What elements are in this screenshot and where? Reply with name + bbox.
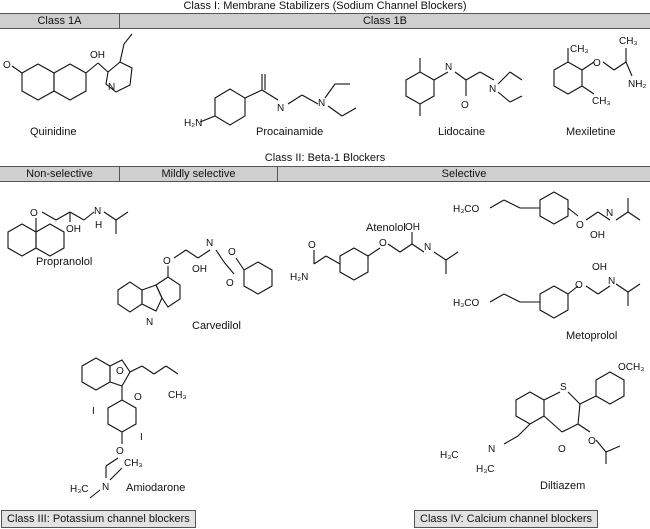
class2-title: Class II: Beta-1 Blockers — [264, 152, 386, 164]
metoprolol-top-oh-label: OH — [590, 230, 605, 241]
diltiazem-h3c2-label: H₃C — [476, 464, 495, 475]
procainamide-structure: H₂N N N — [184, 74, 357, 129]
carvedilol-label: Carvedilol — [192, 320, 241, 332]
amiodarone-i1-label: I — [92, 406, 95, 417]
atenolol-h2n-label: H₂N — [290, 272, 308, 283]
diltiazem-o2-label: O — [588, 436, 596, 447]
procainamide-label: Procainamide — [256, 126, 324, 138]
amiodarone-n-label: N — [102, 482, 109, 493]
lidocaine-n2-label: N — [489, 84, 496, 95]
quinidine-oh-label: OH — [90, 50, 105, 61]
atenolol-structure: O H₂N O OH N — [290, 222, 459, 283]
mexiletine-nh2-label: NH₂ — [628, 79, 646, 90]
atenolol-o2-label: O — [379, 238, 387, 249]
propranolol-n-label: N — [94, 206, 101, 217]
propranolol-label: Propranolol — [36, 256, 93, 268]
carvedilol-nh-label: N — [146, 317, 153, 328]
diltiazem-o-label: O — [558, 444, 566, 455]
class1-header-bar: Class 1A Class 1B — [0, 13, 650, 29]
metoprolol-top-h3co-label: H₃CO — [453, 204, 480, 215]
amiodarone-i2-label: I — [140, 432, 143, 443]
diltiazem-structure: S O OCH₃ O N H₃C H₃C — [440, 362, 644, 475]
amiodarone-co-label: O — [134, 392, 142, 403]
nonselective-column-header: Non-selective — [0, 167, 120, 181]
mildly-selective-column-header: Mildly selective — [120, 167, 278, 181]
metoprolol-structure: H₃CO O OH N H₃CO O OH N — [453, 191, 641, 319]
mexiletine-ch3-top-label: CH₃ — [570, 44, 589, 55]
propranolol-o-label: O — [30, 208, 38, 219]
metoprolol-bottom-h3co-label: H₃CO — [453, 298, 480, 309]
propranolol-h-label: H — [95, 220, 102, 231]
atenolol-oh-label: OH — [405, 222, 420, 233]
amiodarone-label: Amiodarone — [126, 482, 186, 494]
class1b-column-header: Class 1B — [362, 15, 408, 27]
procainamide-n-label: N — [318, 98, 325, 109]
metoprolol-bottom-o-label: O — [575, 280, 583, 291]
mexiletine-ch3-bottom-label: CH₃ — [592, 96, 611, 107]
propranolol-oh-label: OH — [66, 224, 81, 235]
carvedilol-o2-label: O — [226, 278, 234, 289]
class1a-column-header: Class 1A — [0, 14, 120, 28]
mexiletine-structure: CH₃ CH₃ O CH₃ NH₂ — [553, 36, 646, 107]
mexiletine-label: Mexiletine — [566, 126, 616, 138]
mexiletine-o-label: O — [593, 58, 601, 69]
amiodarone-ch3b-label: CH₃ — [124, 458, 143, 469]
metoprolol-bottom-n-label: N — [608, 276, 615, 287]
carvedilol-o-label: O — [163, 256, 171, 267]
procainamide-nh-label: N — [277, 103, 284, 114]
lidocaine-structure: N O N — [405, 58, 523, 116]
class3-label: Class III: Potassium channel blockers — [1, 510, 196, 528]
amiodarone-o2-label: O — [116, 446, 124, 457]
metoprolol-top-n-label: N — [606, 208, 613, 219]
diltiazem-s-label: S — [560, 382, 567, 393]
diltiazem-och3-label: OCH₃ — [618, 362, 644, 373]
amiodarone-o-label: O — [116, 366, 124, 377]
diltiazem-n-label: N — [488, 444, 495, 455]
carvedilol-n-label: N — [206, 238, 213, 249]
mexiletine-ch3-label: CH₃ — [619, 36, 638, 47]
propranolol-structure: O OH N H — [7, 206, 129, 257]
atenolol-n-label: N — [424, 242, 431, 253]
lidocaine-n-label: N — [445, 62, 452, 73]
metoprolol-bottom-oh-label: OH — [592, 262, 607, 273]
metoprolol-label: Metoprolol — [566, 330, 618, 342]
selective-column-header: Selective — [441, 168, 487, 180]
diltiazem-label: Diltiazem — [540, 480, 586, 492]
carvedilol-structure: N O OH N O O — [117, 238, 273, 328]
quinidine-o-label: O — [3, 60, 11, 71]
class2-header-bar: Non-selective Mildly selective Selective — [0, 166, 650, 182]
lidocaine-o-label: O — [461, 100, 469, 111]
procainamide-h2n-label: H₂N — [184, 118, 202, 129]
amiodarone-h3c-label: H₃C — [70, 484, 89, 495]
atenolol-label: Atenolol — [366, 222, 406, 234]
class4-label: Class IV: Calcium channel blockers — [414, 510, 598, 528]
quinidine-label: Quinidine — [30, 126, 77, 138]
metoprolol-top-o-label: O — [576, 220, 584, 231]
carvedilol-o3-label: O — [228, 247, 236, 258]
diltiazem-h3c1-label: H₃C — [440, 450, 459, 461]
lidocaine-label: Lidocaine — [438, 126, 486, 138]
carvedilol-oh-label: OH — [192, 264, 207, 275]
quinidine-n-label: N — [108, 82, 115, 93]
quinidine-structure: O OH N — [3, 33, 133, 101]
amiodarone-ch3-label: CH₃ — [168, 390, 187, 401]
atenolol-o-label: O — [308, 240, 316, 251]
class1-title: Class I: Membrane Stabilizers (Sodium Ch… — [183, 0, 467, 12]
amiodarone-structure: O CH₃ O I I O N CH₃ H₃C — [70, 357, 187, 499]
